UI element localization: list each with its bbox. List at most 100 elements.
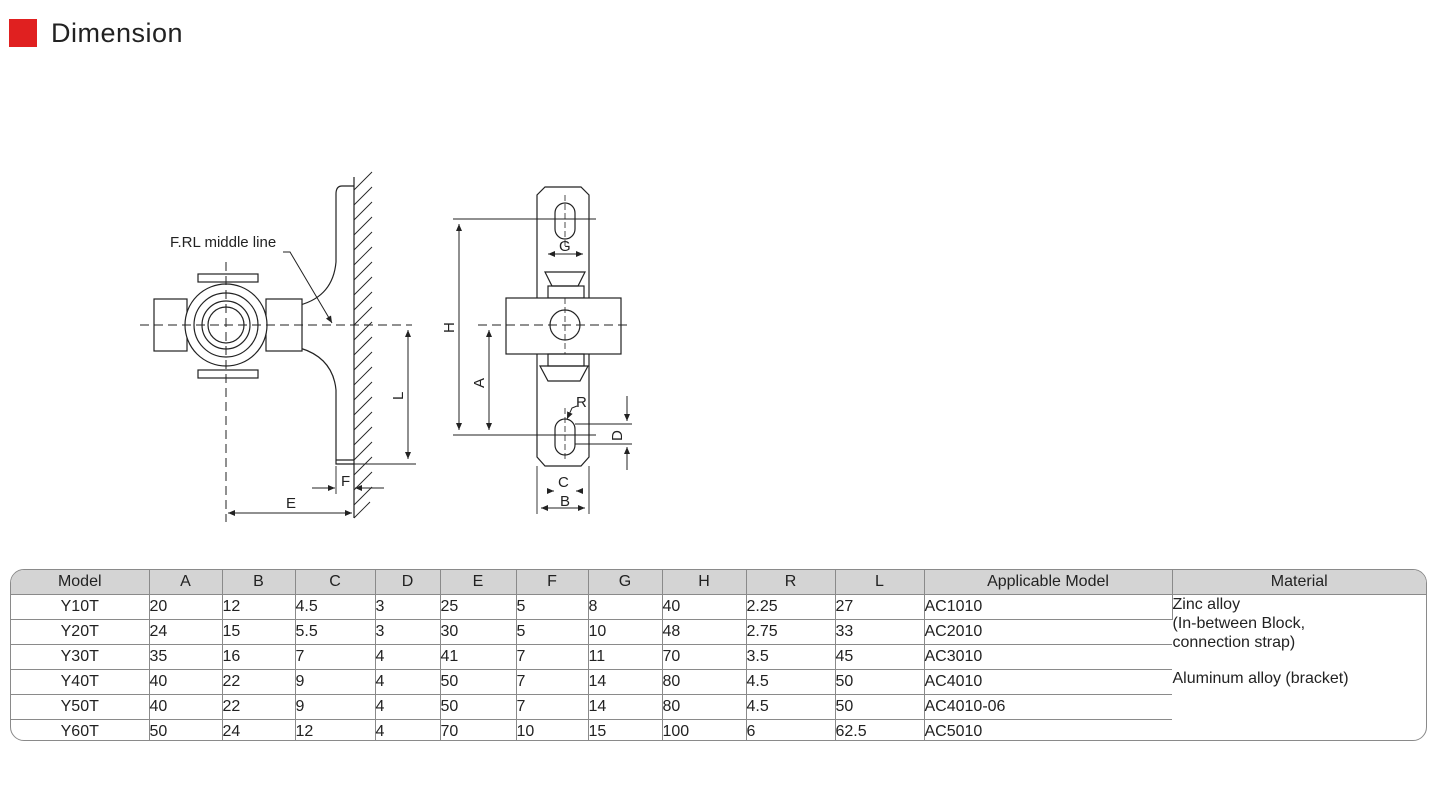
dim-label-f: F xyxy=(341,473,350,490)
cell: 4.5 xyxy=(295,594,376,620)
cell: 4 xyxy=(375,644,441,670)
cell: 27 xyxy=(835,594,925,620)
section-marker xyxy=(9,19,37,47)
col-header: G xyxy=(588,570,663,595)
dim-label-l: L xyxy=(390,392,407,400)
cell: 41 xyxy=(440,644,517,670)
cell: 80 xyxy=(662,669,747,695)
dim-label-a: A xyxy=(471,378,488,388)
col-header: A xyxy=(149,570,223,595)
cell: 16 xyxy=(222,644,296,670)
table-row: Y60T 50 24 12 4 70 10 15 100 6 62.5 AC50… xyxy=(11,719,1426,740)
cell-model: Y60T xyxy=(11,719,150,740)
cell: 3 xyxy=(375,619,441,645)
col-header: R xyxy=(746,570,836,595)
cell-applicable-model: AC5010 xyxy=(924,723,983,740)
cell: 10 xyxy=(588,619,663,645)
top-nut xyxy=(544,271,586,287)
cell: 50 xyxy=(149,719,223,740)
col-header: D xyxy=(375,570,441,595)
side-view xyxy=(140,171,416,522)
cell: 62.5 xyxy=(835,719,925,740)
cell: 22 xyxy=(222,669,296,695)
col-header: C xyxy=(295,570,376,595)
cell-model: Y50T xyxy=(11,694,150,720)
cell: 7 xyxy=(516,669,589,695)
cell: 7 xyxy=(516,644,589,670)
material-aluminum: Aluminum alloy (bracket) xyxy=(1172,670,1349,687)
cell: 5 xyxy=(516,594,589,620)
cell: 40 xyxy=(662,594,747,620)
col-header: L xyxy=(835,570,925,595)
col-header: E xyxy=(440,570,517,595)
cell: 50 xyxy=(835,694,925,720)
cell: 50 xyxy=(440,694,517,720)
table-row: Y30T 35 16 7 4 41 7 11 70 3.5 45 AC3010 xyxy=(11,644,1426,670)
dim-label-g: G xyxy=(559,238,571,255)
dim-label-d: D xyxy=(609,430,626,441)
dim-label-c: C xyxy=(558,474,569,491)
dim-label-h: H xyxy=(441,322,458,333)
cell: 70 xyxy=(662,644,747,670)
cell: 4 xyxy=(375,669,441,695)
frl-bottom-lug xyxy=(197,369,259,379)
table-row: Y20T 24 15 5.5 3 30 5 10 48 2.75 33 AC20… xyxy=(11,619,1426,645)
table-row: Y50T 40 22 9 4 50 7 14 80 4.5 50 AC4010-… xyxy=(11,694,1426,720)
cell: 2.75 xyxy=(746,619,836,645)
cell: 12 xyxy=(222,594,296,620)
cell: 24 xyxy=(149,619,223,645)
cell: 50 xyxy=(440,669,517,695)
cell: 15 xyxy=(222,619,296,645)
cell: 4.5 xyxy=(746,694,836,720)
page-title: Dimension xyxy=(51,17,184,48)
cell-applicable-model: AC4010 xyxy=(924,669,1172,695)
cell-applicable-model: AC4010-06 xyxy=(924,694,1172,720)
cell-model: Y40T xyxy=(11,669,150,695)
col-header: H xyxy=(662,570,747,595)
spec-table: Model A B C D E F G H R L Applicable Mod… xyxy=(11,570,1426,740)
cell: 7 xyxy=(516,694,589,720)
cell: 40 xyxy=(149,694,223,720)
cell: 45 xyxy=(835,644,925,670)
cell: 3.5 xyxy=(746,644,836,670)
cell: 4 xyxy=(375,719,441,740)
cell: 5.5 xyxy=(295,619,376,645)
material-zinc: Zinc alloy (In-between Block, connection… xyxy=(1172,596,1306,651)
cell: 14 xyxy=(588,694,663,720)
middle-block xyxy=(505,297,622,355)
dimension-drawing: F.RL middle line L F E xyxy=(140,171,632,522)
cell: 5 xyxy=(516,619,589,645)
dim-label-e: E xyxy=(286,495,296,512)
cell: 70 xyxy=(440,719,517,740)
frl-callout: F.RL middle line xyxy=(170,234,276,251)
cell: 35 xyxy=(149,644,223,670)
front-view xyxy=(453,186,632,514)
cell: 50 xyxy=(835,669,925,695)
cell: 100 xyxy=(662,719,747,740)
frl-top-lug xyxy=(197,273,259,283)
spec-table-container: Model A B C D E F G H R L Applicable Mod… xyxy=(10,569,1427,741)
wall-hatch xyxy=(353,171,373,519)
cell: 4 xyxy=(375,694,441,720)
cell: 11 xyxy=(588,644,663,670)
bracket-outline xyxy=(299,185,354,465)
dim-label-b: B xyxy=(560,493,570,510)
cell: 80 xyxy=(662,694,747,720)
cell: 15 xyxy=(588,719,663,740)
cell: 30 xyxy=(440,619,517,645)
cell: 24 xyxy=(222,719,296,740)
cell: 7 xyxy=(295,644,376,670)
cell: 6 xyxy=(746,719,836,740)
cell-model: Y20T xyxy=(11,619,150,645)
col-header: Applicable Model xyxy=(924,570,1173,595)
top-slot xyxy=(554,202,576,240)
table-row: Y40T 40 22 9 4 50 7 14 80 4.5 50 AC4010 xyxy=(11,669,1426,695)
cell-material: Zinc alloy (In-between Block, connection… xyxy=(1172,594,1426,740)
cell: 12 xyxy=(295,719,376,740)
cell-model: Y10T xyxy=(11,594,150,620)
cell: 9 xyxy=(295,694,376,720)
cell: 9 xyxy=(295,669,376,695)
cell: 48 xyxy=(662,619,747,645)
col-header: Material xyxy=(1172,570,1426,595)
col-header: B xyxy=(222,570,296,595)
